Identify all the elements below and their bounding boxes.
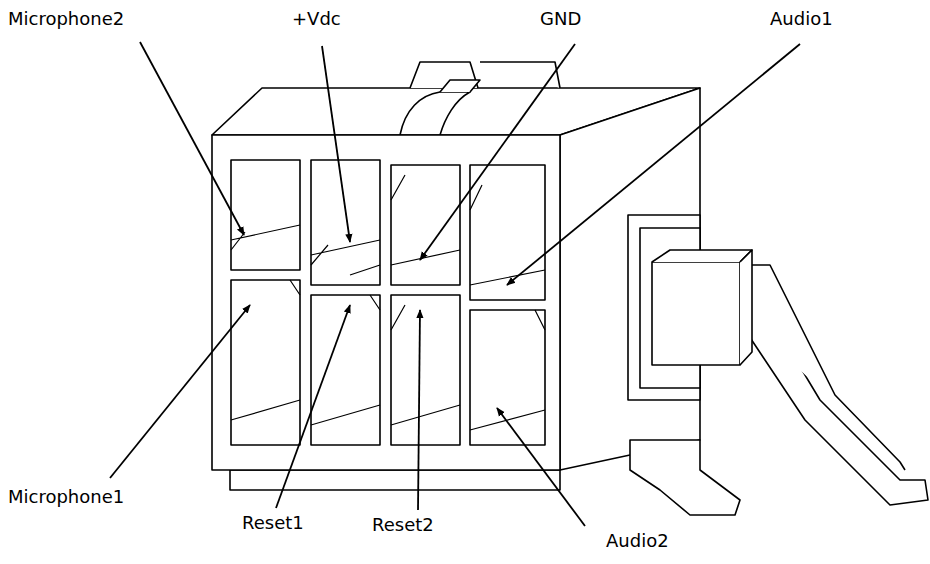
pin-label: Audio1 (770, 8, 833, 30)
pin-label: Reset1 (242, 512, 304, 534)
pin-label: GND (540, 8, 581, 30)
leader-lines (110, 42, 800, 526)
pin-label: +Vdc (292, 8, 341, 30)
pin-label: Audio2 (606, 530, 669, 552)
connector-housing (212, 62, 928, 515)
pin-label: Microphone2 (8, 8, 124, 30)
pin-label: Microphone1 (8, 486, 124, 508)
pin-label: Reset2 (372, 514, 434, 536)
cell-detail (231, 175, 545, 430)
